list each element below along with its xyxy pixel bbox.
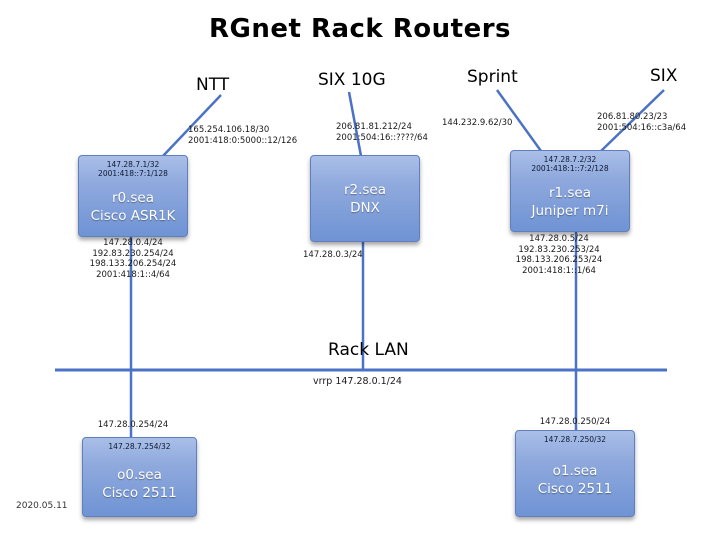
date-label: 2020.05.11 — [16, 501, 68, 511]
diagram-title: RGnet Rack Routers — [208, 14, 512, 44]
uplink-addr-sprint: 144.232.9.62/30 — [442, 118, 513, 128]
r0-lan-addrs: 147.28.0.4/24 192.83.230.254/24 198.133.… — [89, 238, 177, 280]
o1-model: Cisco 2511 — [537, 481, 613, 497]
r2-lan-addrs: 147.28.0.3/24 — [303, 250, 363, 260]
link-ntt-r0 — [162, 94, 222, 157]
uplink-label-six: SIX — [650, 66, 678, 86]
uplink-addr-six10g: 206.81.81.212/24 2001:504:16::????/64 — [336, 122, 428, 143]
router-box-r2: r2.sea DNX — [310, 155, 420, 242]
r1-loopback: 147.28.7.2/32 2001:418:1::7:2/128 — [531, 155, 609, 173]
r1-model: Juniper m7i — [531, 203, 609, 219]
uplink-label-ntt: NTT — [196, 75, 230, 95]
router-box-r0: 147.28.7.1/32 2001:418::7:1/128 r0.sea C… — [78, 155, 188, 237]
o0-lan-addr: 147.28.0.254/24 — [97, 420, 169, 430]
o1-name: o1.sea — [552, 463, 598, 479]
o1-loopback: 147.28.7.250/32 — [543, 435, 607, 444]
link-six-r1 — [600, 89, 665, 152]
uplink-addr-six: 206.81.80.23/23 2001:504:16::c3a/64 — [597, 112, 687, 133]
rack-lan-label: Rack LAN — [328, 340, 409, 360]
r1-name: r1.sea — [548, 185, 592, 201]
router-box-o1: 147.28.7.250/32 o1.sea Cisco 2511 — [515, 430, 635, 517]
link-sprint-r1 — [495, 89, 543, 152]
uplink-addr-ntt: 165.254.106.18/30 2001:418:0:5000::12/12… — [188, 125, 298, 146]
r2-name: r2.sea — [343, 181, 387, 198]
router-box-o0: 147.28.7.254/32 o0.sea Cisco 2511 — [82, 437, 197, 517]
o0-model: Cisco 2511 — [102, 484, 177, 501]
vrrp-label: vrrp 147.28.0.1/24 — [313, 376, 402, 387]
r1-lan-addrs: 147.28.0.5/24 192.83.230.253/24 198.133.… — [515, 234, 603, 276]
uplink-label-sprint: Sprint — [467, 67, 518, 87]
uplink-label-six10g: SIX 10G — [318, 70, 386, 90]
o0-loopback: 147.28.7.254/32 — [108, 442, 171, 451]
router-box-r1: 147.28.7.2/32 2001:418:1::7:2/128 r1.sea… — [510, 150, 630, 232]
r0-name: r0.sea — [111, 190, 155, 206]
o0-name: o0.sea — [117, 466, 162, 483]
r2-model: DNX — [350, 199, 380, 216]
link-six10g-r2 — [347, 91, 363, 157]
r0-model: Cisco ASR1K — [90, 208, 176, 224]
r0-loopback: 147.28.7.1/32 2001:418::7:1/128 — [98, 160, 168, 178]
o1-lan-addr: 147.28.0.250/24 — [539, 417, 611, 427]
